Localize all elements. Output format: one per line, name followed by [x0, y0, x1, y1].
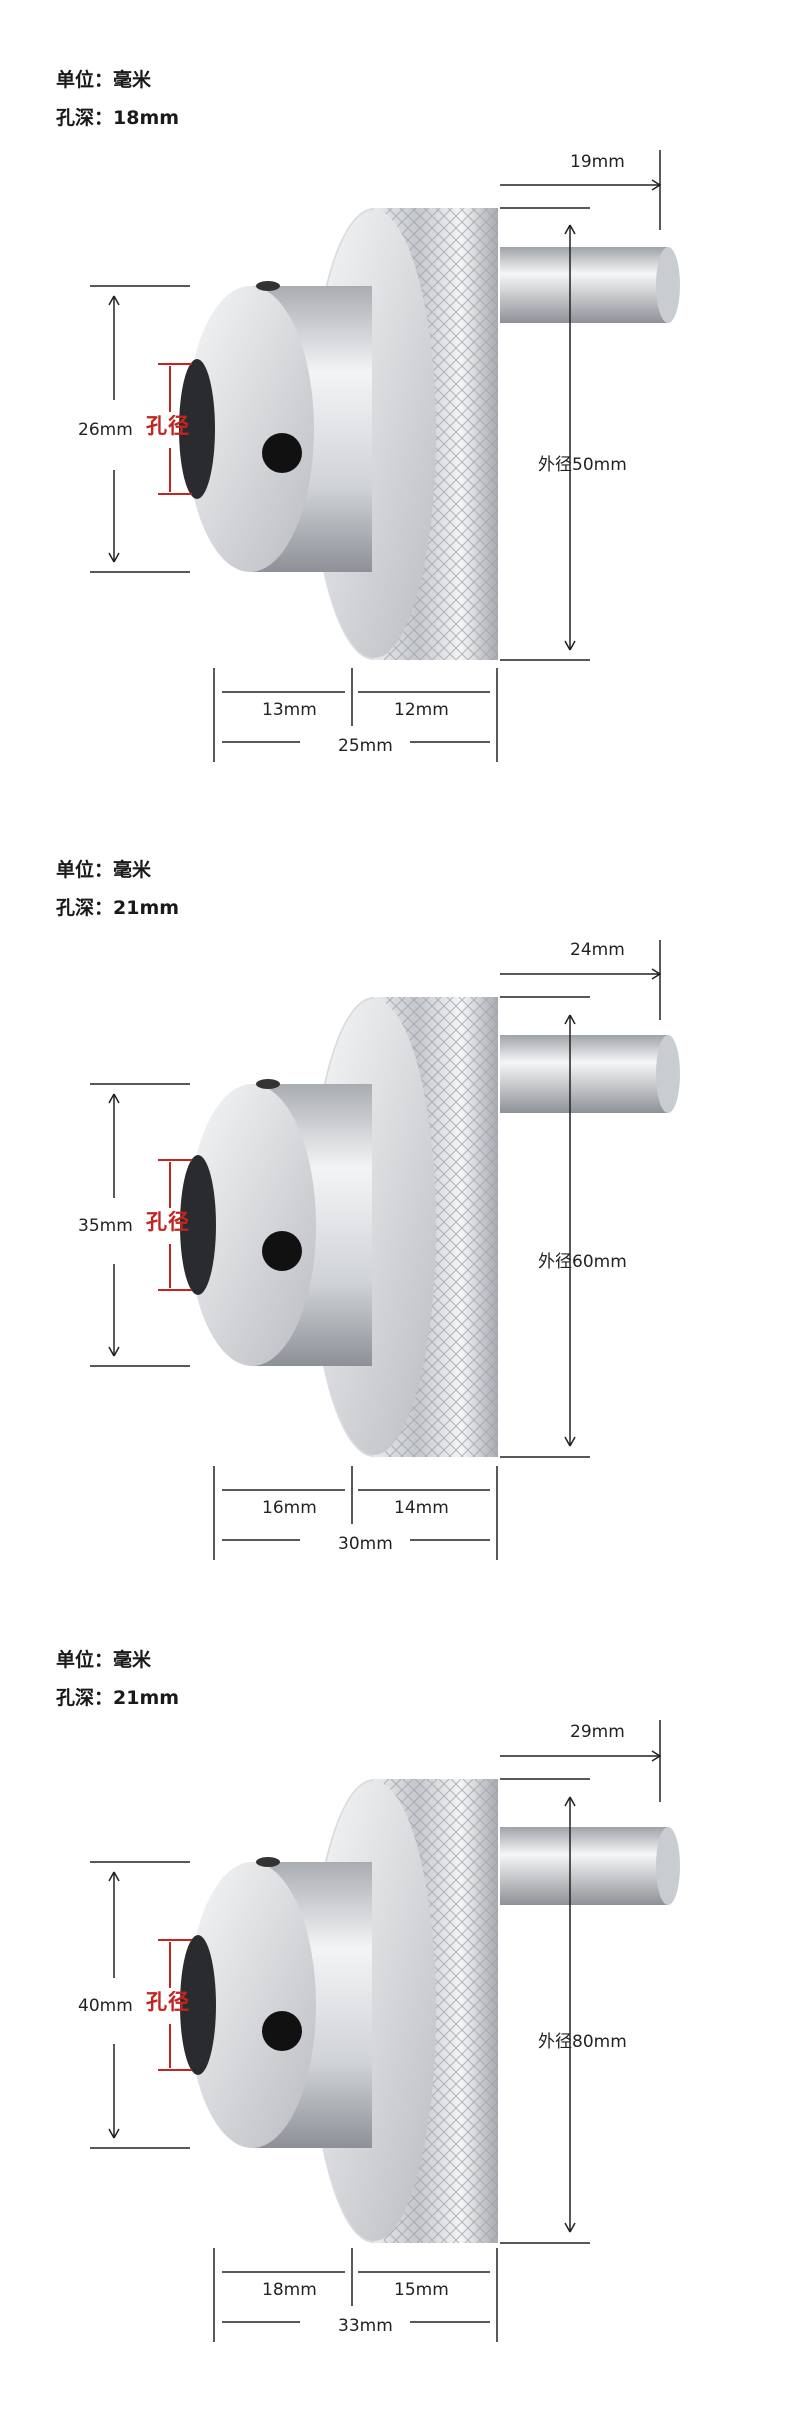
hub-face	[188, 1862, 316, 2148]
bore-hole	[180, 1935, 216, 2075]
bore-hole	[180, 1155, 216, 1295]
handle-shaft	[500, 1827, 668, 1905]
hub-face	[188, 1084, 316, 1366]
handle-length-label: 19mm	[570, 152, 625, 172]
set-screw	[262, 1231, 302, 1271]
handwheel-drawing	[90, 1720, 680, 2342]
hub-diameter-label: 40mm	[78, 1996, 133, 2016]
bore-diameter-label: 孔径	[146, 1990, 190, 2014]
total-length-label: 30mm	[338, 1534, 393, 1554]
bore-dimension	[158, 1939, 192, 2071]
hole-depth-label: 孔深：18mm	[56, 107, 180, 129]
wheel-thickness-label: 14mm	[394, 1498, 449, 1518]
hole-depth-label: 孔深：21mm	[56, 1687, 180, 1709]
wheel-thickness-label: 15mm	[394, 2280, 449, 2300]
dimension-lines	[90, 1720, 662, 2342]
unit-label: 单位：毫米	[56, 859, 152, 881]
handwheel-spec-panel-3: 单位：毫米 孔深：21mm 29mm 40mm 孔径 外径80mm 18mm 1…	[0, 1580, 790, 2370]
handle-length-label: 29mm	[570, 1722, 625, 1742]
handle-tip	[656, 1827, 680, 1905]
bore-diameter-label: 孔径	[146, 1210, 190, 1234]
hub-diameter-label: 35mm	[78, 1216, 133, 1236]
set-screw	[262, 433, 302, 473]
bore-hole	[179, 359, 215, 499]
outer-diameter-label: 外径50mm	[538, 455, 627, 475]
handle-tip	[656, 247, 680, 323]
set-screw	[262, 2011, 302, 2051]
handle-tip	[656, 1035, 680, 1113]
bore-dimension	[158, 363, 192, 495]
handle-length-label: 24mm	[570, 940, 625, 960]
outer-diameter-label: 外径60mm	[538, 1252, 627, 1272]
top-set-screw	[256, 1079, 280, 1089]
handwheel-drawing	[90, 150, 680, 762]
hub-diameter-label: 26mm	[78, 420, 133, 440]
top-set-screw	[256, 1857, 280, 1867]
top-set-screw	[256, 281, 280, 291]
handwheel-spec-panel-2: 单位：毫米 孔深：21mm 24mm 35mm 孔径 外径60mm 16mm 1…	[0, 790, 790, 1580]
hub-length-label: 13mm	[262, 700, 317, 720]
unit-label: 单位：毫米	[56, 69, 152, 91]
hub-length-label: 18mm	[262, 2280, 317, 2300]
bore-diameter-label: 孔径	[146, 414, 190, 438]
handwheel-drawing	[90, 940, 680, 1560]
dimension-lines	[90, 940, 662, 1560]
total-length-label: 33mm	[338, 2316, 393, 2336]
dimension-lines	[90, 150, 662, 762]
handwheel-spec-panel-1: 单位：毫米 孔深：18mm 19mm 26mm 孔径 外径50mm 13mm 1…	[0, 0, 790, 790]
bore-dimension	[158, 1159, 192, 1291]
total-length-label: 25mm	[338, 736, 393, 756]
outer-diameter-label: 外径80mm	[538, 2032, 627, 2052]
handle-shaft	[500, 1035, 668, 1113]
wheel-thickness-label: 12mm	[394, 700, 449, 720]
unit-label: 单位：毫米	[56, 1649, 152, 1671]
hub-length-label: 16mm	[262, 1498, 317, 1518]
hole-depth-label: 孔深：21mm	[56, 897, 180, 919]
handle-shaft	[500, 247, 668, 323]
hub-face	[186, 286, 314, 572]
